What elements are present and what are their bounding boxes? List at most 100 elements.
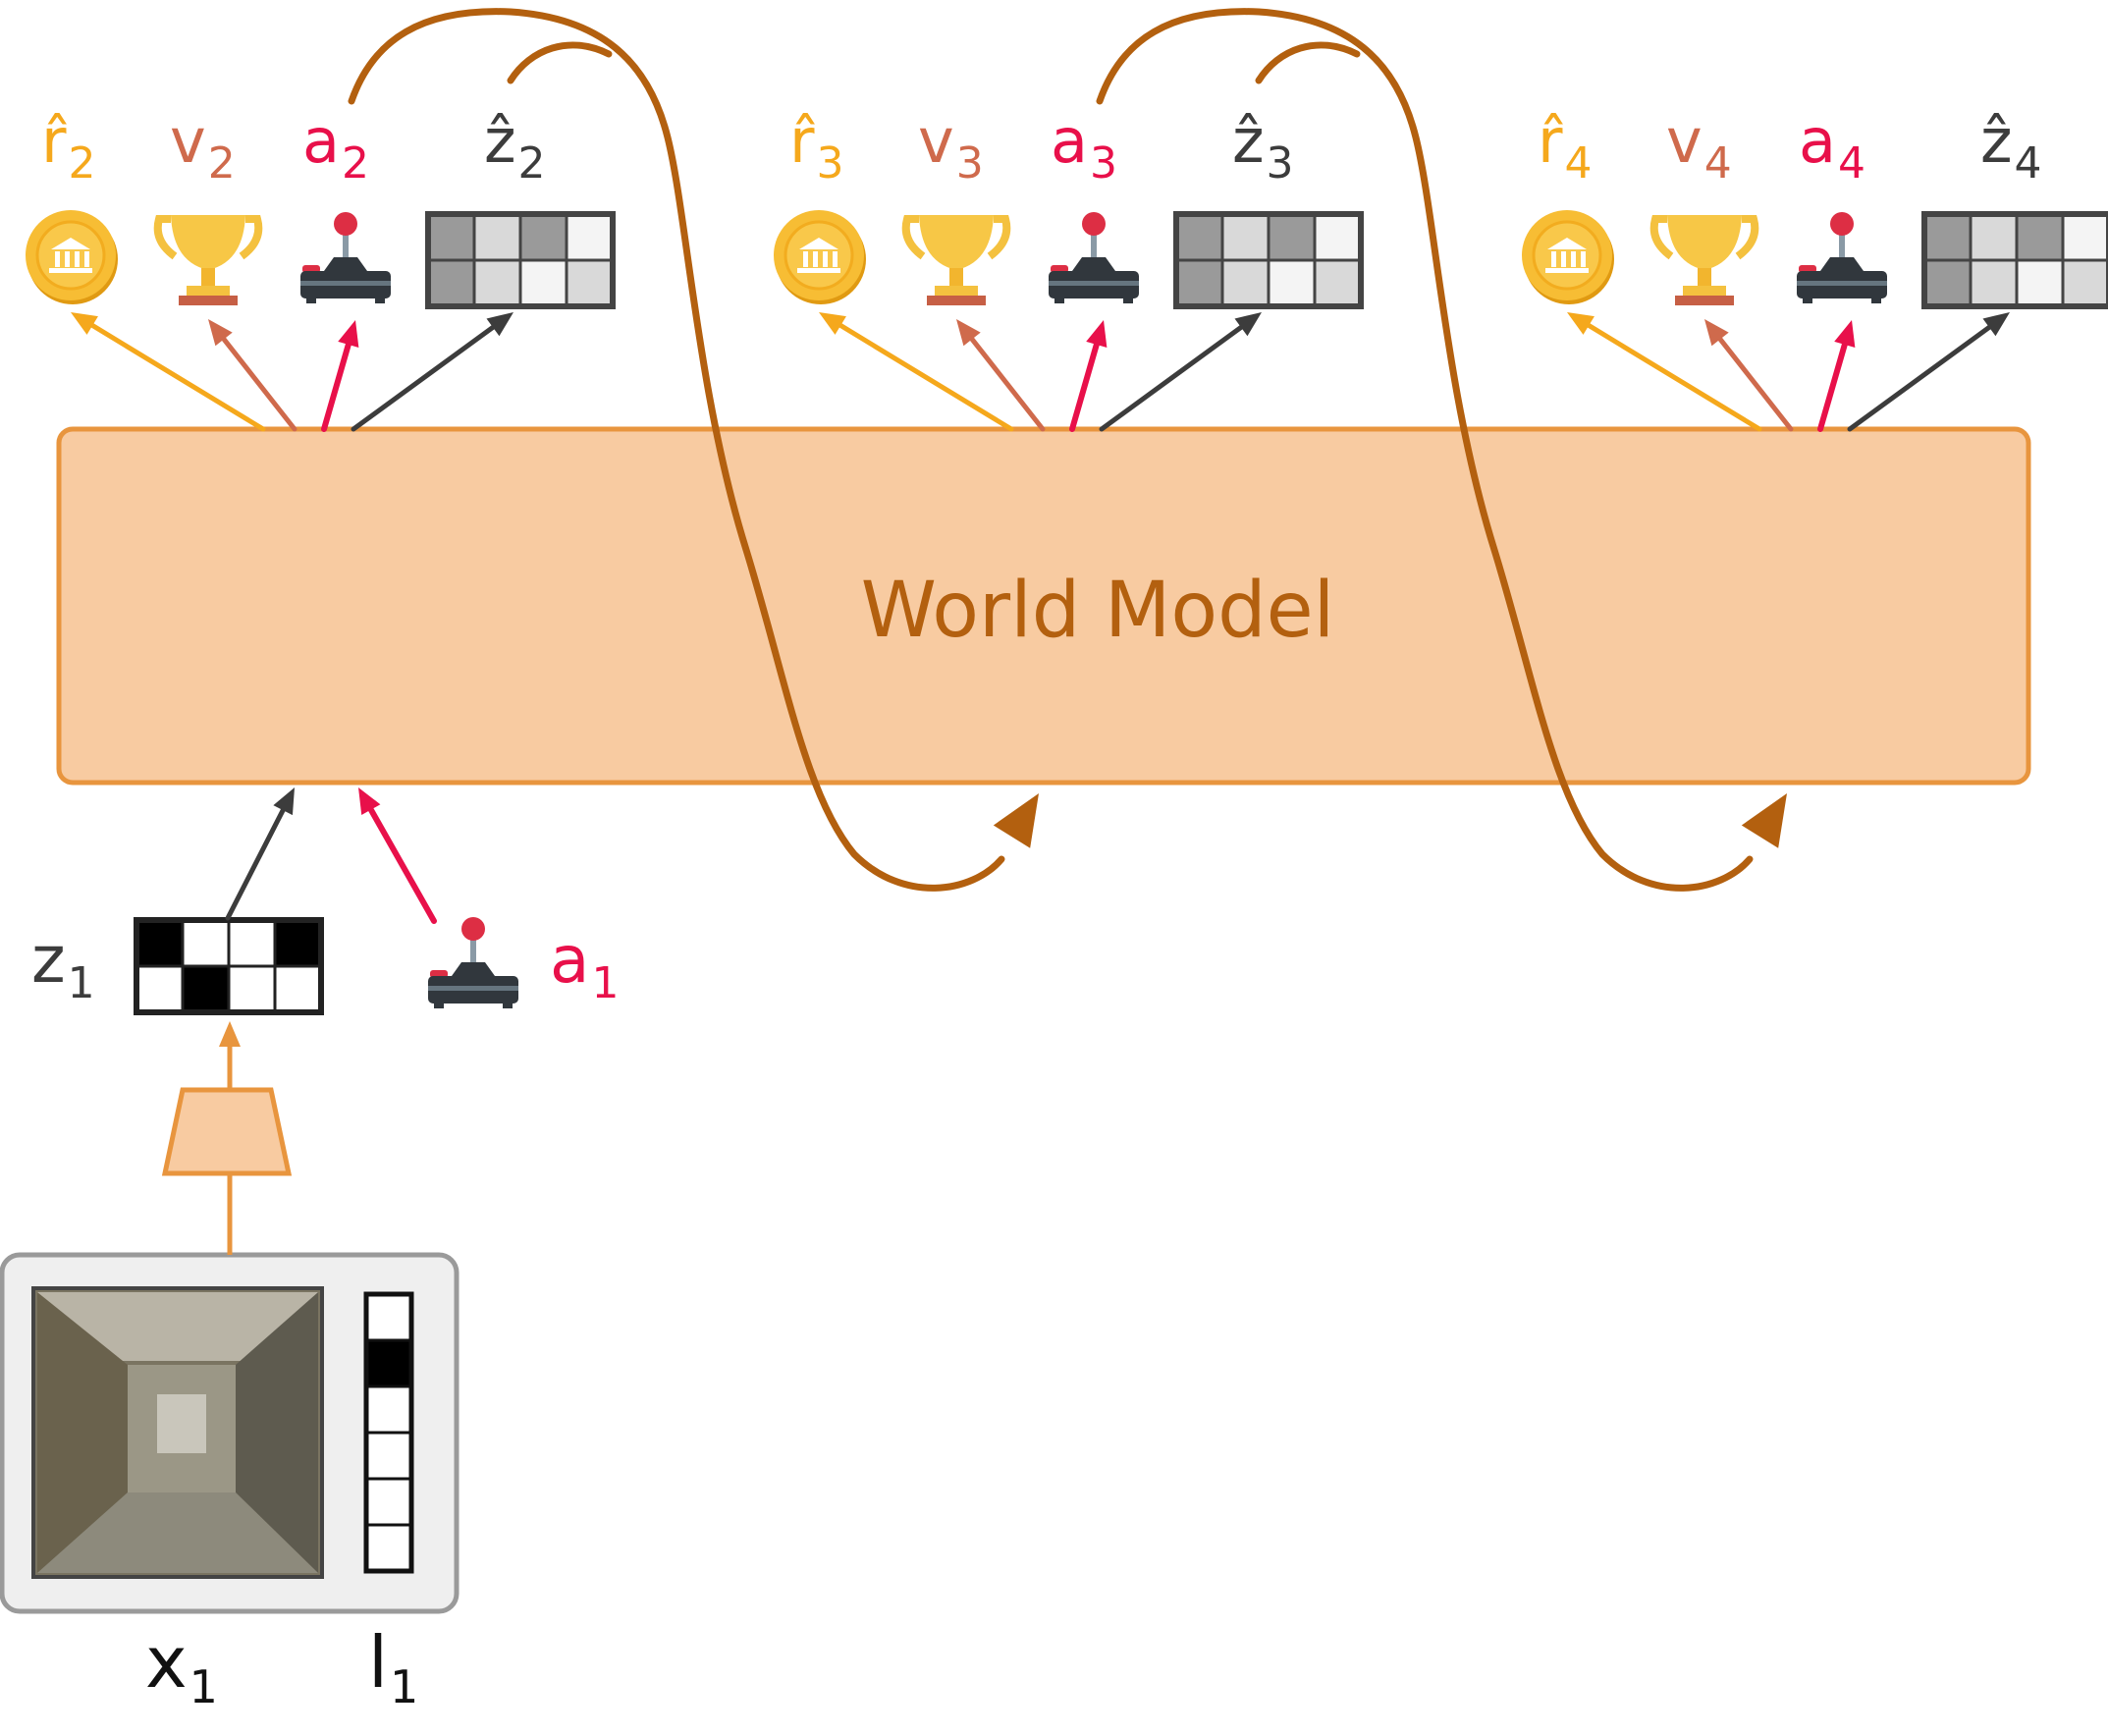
latent-input-label-symbol: z <box>31 922 66 998</box>
reward-label-symbol: r̂ <box>41 105 68 177</box>
reward-arrow-head <box>819 312 846 335</box>
latent-grid-icon <box>1921 211 2108 309</box>
reward-label-symbol: r̂ <box>1538 105 1564 177</box>
latent-label: ẑ3 <box>1232 105 1294 189</box>
latent-arrow-head <box>1982 312 2010 337</box>
grid-cell <box>1313 212 1363 262</box>
value-label-subscript: 3 <box>956 138 984 189</box>
grid-cell <box>1267 212 1317 262</box>
value-label-subscript: 4 <box>1704 138 1732 189</box>
latent-label-subscript: 3 <box>1267 138 1294 189</box>
action-arrow <box>1069 320 1108 432</box>
value-label-symbol: v <box>170 105 206 177</box>
joystick-icon <box>300 212 391 303</box>
grid-cell <box>1174 258 1224 308</box>
joystick-icon <box>428 917 518 1008</box>
action-label-subscript: 3 <box>1090 138 1117 189</box>
action-arrow <box>321 320 359 432</box>
trophy-icon <box>1649 215 1759 305</box>
reward-label: r̂4 <box>1538 105 1593 189</box>
grid-cell <box>135 918 185 968</box>
latent-label-symbol: ẑ <box>1232 105 1265 177</box>
latent-label-subscript: 2 <box>518 138 546 189</box>
observation-image <box>31 1286 324 1579</box>
action-arrow <box>1817 320 1856 432</box>
grid-cell <box>565 258 615 308</box>
reward-arrow-head <box>71 312 98 335</box>
vector-cell <box>364 1384 413 1435</box>
grid-cell <box>1174 212 1224 262</box>
coin-bank-icon <box>774 210 866 304</box>
vector-cell <box>364 1338 413 1388</box>
grid-cell <box>2015 212 2065 262</box>
latent-label-symbol: ẑ <box>1980 105 2013 177</box>
reward-label-symbol: r̂ <box>789 105 816 177</box>
grid-cell <box>426 258 476 308</box>
grid-cell <box>518 212 568 262</box>
latent-grid-icon <box>425 211 616 309</box>
reward-label: r̂3 <box>789 105 844 189</box>
value-arrow <box>956 319 1046 432</box>
language-label: l1 <box>368 1621 418 1713</box>
grid-cell <box>1267 258 1317 308</box>
language-vector <box>363 1291 414 1574</box>
action-input-label-subscript: 1 <box>591 958 619 1008</box>
latent-input-label-subscript: 1 <box>68 958 95 1008</box>
action-label-symbol: a <box>1051 105 1088 177</box>
value-label-symbol: v <box>918 105 954 177</box>
latent-input-arrow <box>225 787 295 921</box>
language-label-subscript: 1 <box>390 1660 418 1713</box>
latent-arrow <box>351 312 513 432</box>
action-input-arrow <box>358 787 437 924</box>
latent-input-arrow-head <box>273 787 295 816</box>
value-arrow-head <box>1704 319 1729 347</box>
image-label: x1 <box>145 1621 218 1713</box>
value-arrow <box>1704 319 1794 432</box>
grid-cell <box>1922 258 1973 308</box>
grid-cell <box>273 918 323 968</box>
autoregressive-loops <box>348 8 1787 892</box>
joystick-icon <box>1049 212 1139 303</box>
trophy-icon <box>901 215 1011 305</box>
vector-cell <box>364 1523 413 1573</box>
value-label: v4 <box>1666 105 1732 189</box>
latent-grid-icon <box>134 917 324 1015</box>
image-label-symbol: x <box>145 1621 188 1704</box>
action-arrow-head <box>1086 320 1108 349</box>
grid-cell <box>1969 212 2019 262</box>
reward-label: r̂2 <box>41 105 96 189</box>
language-label-symbol: l <box>368 1621 388 1704</box>
grid-cell <box>426 212 476 262</box>
reward-label-subscript: 3 <box>817 138 844 189</box>
coin-bank-icon <box>1522 210 1614 304</box>
encoder-output-arrow-head <box>219 1021 241 1047</box>
reward-arrow <box>71 312 266 432</box>
action-label: a3 <box>1051 105 1117 189</box>
prediction-arrows <box>71 312 2010 432</box>
grid-cell <box>1220 212 1270 262</box>
latent-label: ẑ2 <box>484 105 546 189</box>
grid-cell <box>273 964 323 1014</box>
value-arrow-head <box>956 319 981 347</box>
grid-cell <box>565 212 615 262</box>
grid-cell <box>518 258 568 308</box>
value-arrow <box>208 319 297 432</box>
feedback-arrow-head <box>993 793 1039 848</box>
value-label: v3 <box>918 105 984 189</box>
latent-input-label: z1 <box>31 922 95 1008</box>
latent-arrow-head <box>1234 312 1262 337</box>
grid-cell <box>227 918 277 968</box>
feedback-arrow-head <box>1741 793 1787 848</box>
latent-label-subscript: 4 <box>2015 138 2042 189</box>
action-arrow-head <box>1834 320 1856 349</box>
action-label-subscript: 4 <box>1838 138 1865 189</box>
reward-label-subscript: 2 <box>69 138 96 189</box>
value-label: v2 <box>170 105 236 189</box>
latent-grid-icon <box>1173 211 1364 309</box>
vector-cell <box>364 1431 413 1481</box>
